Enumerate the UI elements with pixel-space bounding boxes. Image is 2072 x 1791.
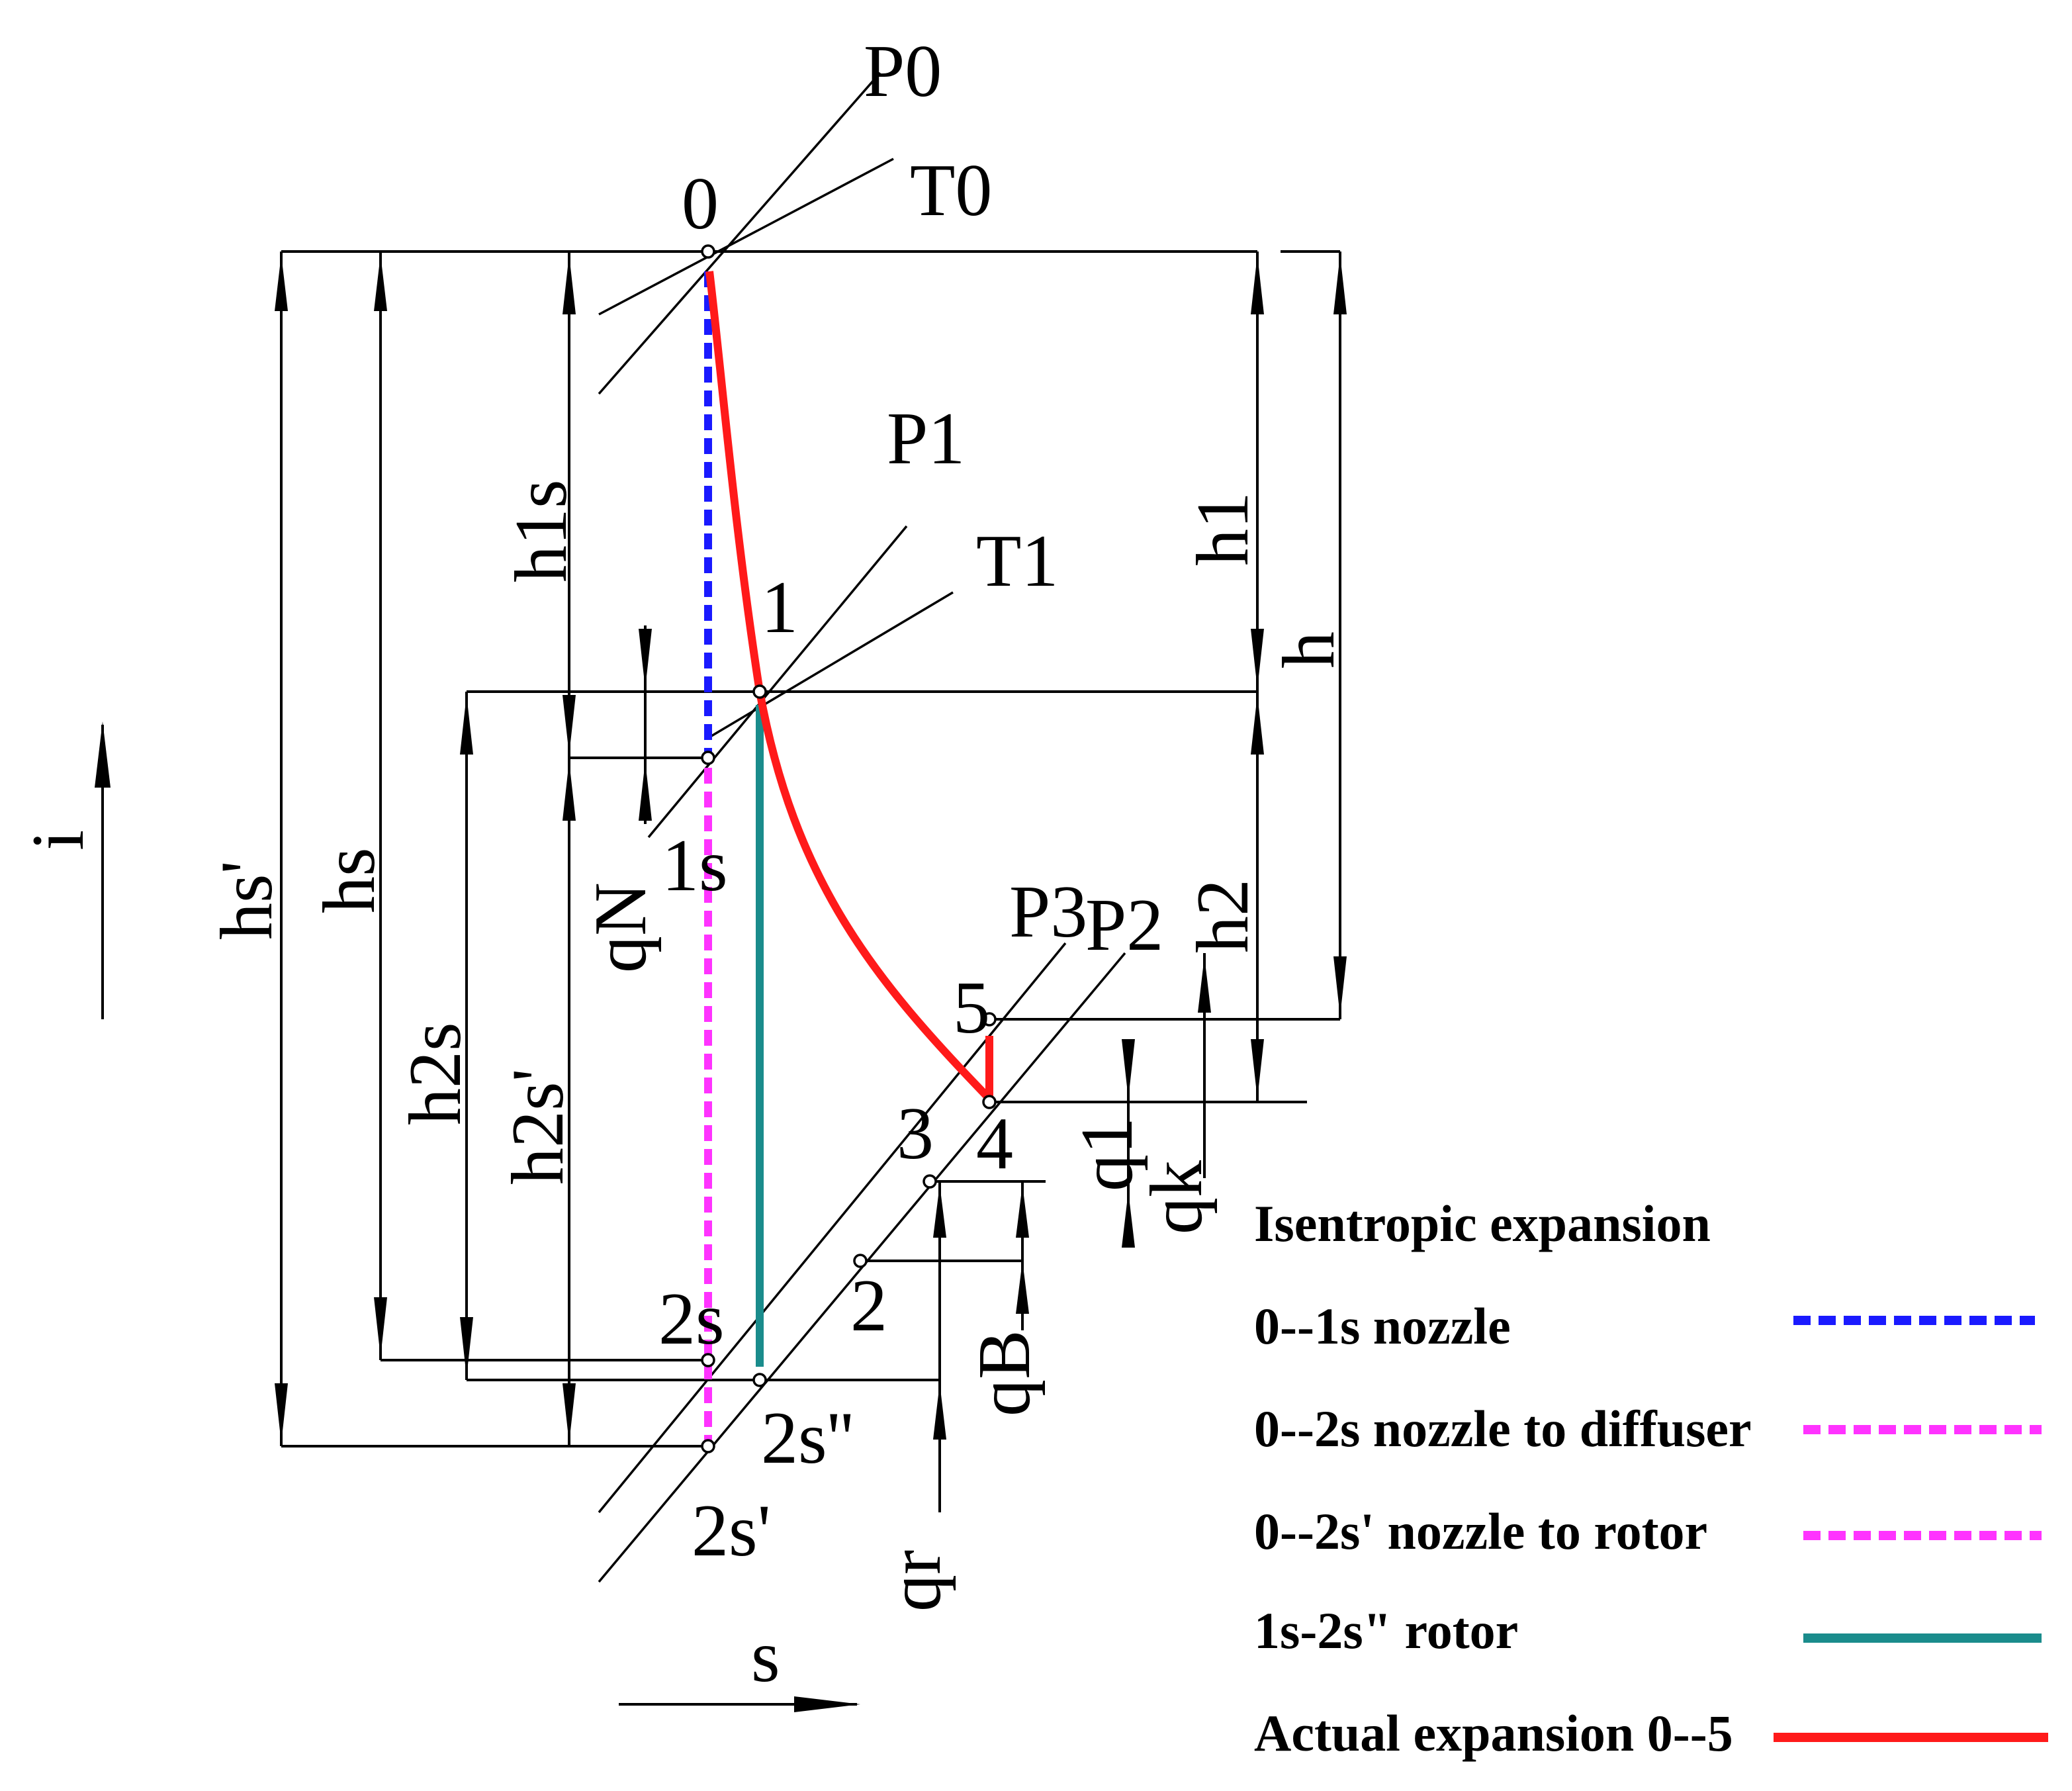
dimension-label-group: hs' hs h1s h2s h2s' h1 h h2 qN q1 qk qB …	[206, 479, 1350, 1612]
label-point-2: 2	[850, 1265, 887, 1347]
dim-h2-arrow-bottom	[1251, 1039, 1264, 1099]
isobar-label-group: P0 T0 P1 T1 P3 P2	[864, 30, 1163, 966]
label-point-0: 0	[682, 163, 719, 245]
level-lines	[281, 250, 1340, 1447]
axis-s-arrowhead	[794, 1696, 860, 1712]
point-0	[701, 244, 715, 259]
dim-h2s-arrow-bottom	[563, 1383, 576, 1443]
legend-item-diffuser: 0--2s nozzle to diffuser	[1254, 1400, 1752, 1457]
isotherm-t1	[707, 591, 954, 739]
dim-q1-arrow-up	[1122, 1191, 1135, 1248]
dim-qN-arrow-down	[639, 629, 652, 688]
point-1s	[701, 751, 715, 765]
point-4	[982, 1095, 997, 1109]
dim-qB-arrow-up	[1016, 1261, 1029, 1314]
legend-item-rotor-nozzle: 0--2s' nozzle to rotor	[1254, 1502, 1707, 1560]
dim-q1-arrow-down	[1122, 1039, 1135, 1099]
dim-h1s-arrow-mid1	[563, 695, 576, 755]
isobar-p1	[647, 525, 908, 839]
dim-h1s-arrow-top	[563, 255, 576, 314]
point-2s	[701, 1353, 715, 1367]
label-point-1: 1	[761, 567, 798, 649]
isobar-p0	[598, 71, 881, 395]
point-2s-dprime	[752, 1373, 767, 1387]
dim-h2s-dprime-arrow-top	[460, 695, 473, 755]
label-point-5: 5	[953, 967, 990, 1049]
dim-qB-arrow-down	[1016, 1185, 1029, 1238]
dim-hs-prime-arrow-bottom	[275, 1383, 288, 1443]
legend-item-nozzle: 0--1s nozzle	[1254, 1297, 1511, 1355]
dim-qN-arrow-up	[639, 761, 652, 821]
label-point-4: 4	[976, 1103, 1013, 1185]
label-point-2s-prime: 2s'	[692, 1490, 771, 1572]
label-h1: h1	[1182, 492, 1264, 566]
label-point-3: 3	[897, 1093, 934, 1175]
point-label-group: 0 1 1s 2s 2 3 4 5 2s'' 2s'	[658, 163, 1013, 1572]
axis-s-label: s	[751, 1616, 780, 1698]
axis-i-label: i	[17, 830, 99, 850]
dim-hs-prime-arrow-top	[275, 255, 288, 311]
label-p1: P1	[887, 398, 965, 480]
actual-expansion-0-4	[705, 271, 993, 1102]
point-1	[752, 684, 767, 699]
label-qr: qr	[874, 1550, 956, 1612]
point-2	[853, 1254, 868, 1268]
dim-h-arrow-top	[1333, 255, 1347, 314]
dimension-lines-left	[275, 252, 652, 1446]
point-5	[982, 1012, 997, 1027]
label-point-2s-dprime: 2s''	[761, 1397, 854, 1479]
label-hs: hs	[308, 847, 390, 913]
state-points	[701, 244, 997, 1453]
point-3	[923, 1174, 937, 1189]
legend-item-rotor: 1s-2s" rotor	[1254, 1602, 1518, 1659]
axis-indicators: i s	[17, 721, 860, 1712]
dim-qr-arrow-down	[933, 1185, 946, 1238]
dim-hs-arrow-bottom	[374, 1297, 387, 1357]
label-point-1s: 1s	[662, 825, 728, 907]
dim-h2s-dprime-arrow-bottom	[460, 1317, 473, 1377]
dim-qr-arrow-up	[933, 1383, 946, 1440]
label-t0: T0	[910, 150, 992, 232]
label-p3: P3	[1009, 871, 1087, 953]
label-point-2s: 2s	[658, 1278, 725, 1360]
point-2s-prime	[701, 1439, 715, 1453]
label-q1: q1	[1066, 1117, 1148, 1191]
label-h2s-prime: h2s'	[497, 1068, 579, 1185]
label-qk: qk	[1136, 1160, 1218, 1234]
dim-h1-arrow-bottom	[1251, 629, 1264, 688]
dim-h2-arrow-top	[1251, 695, 1264, 755]
legend-title: Isentropic expansion	[1254, 1195, 1711, 1252]
label-p2: P2	[1085, 884, 1163, 966]
label-hs-prime: hs'	[206, 860, 288, 940]
axis-i-arrowhead	[95, 721, 111, 788]
dim-h1-arrow-top	[1251, 255, 1264, 314]
label-h2s: h2s	[394, 1022, 476, 1125]
dim-h-arrow-bottom	[1333, 956, 1347, 1016]
label-h: h	[1268, 631, 1350, 668]
label-qN: qN	[580, 882, 662, 973]
legend: Isentropic expansion 0--1s nozzle 0--2s …	[1254, 1195, 2048, 1762]
legend-item-actual: Actual expansion 0--5	[1254, 1704, 1733, 1762]
label-h1s: h1s	[500, 479, 582, 582]
dim-h2s-arrow-top	[563, 761, 576, 821]
label-p0: P0	[864, 30, 942, 113]
isotherm-t0	[598, 158, 894, 316]
label-qB: qB	[964, 1330, 1046, 1416]
dim-qk-arrow-down	[1198, 956, 1211, 1013]
label-h2: h2	[1182, 879, 1264, 953]
dimension-lines-right	[933, 252, 1347, 1512]
dim-hs-arrow-top	[374, 255, 387, 311]
label-t1: T1	[976, 520, 1058, 602]
